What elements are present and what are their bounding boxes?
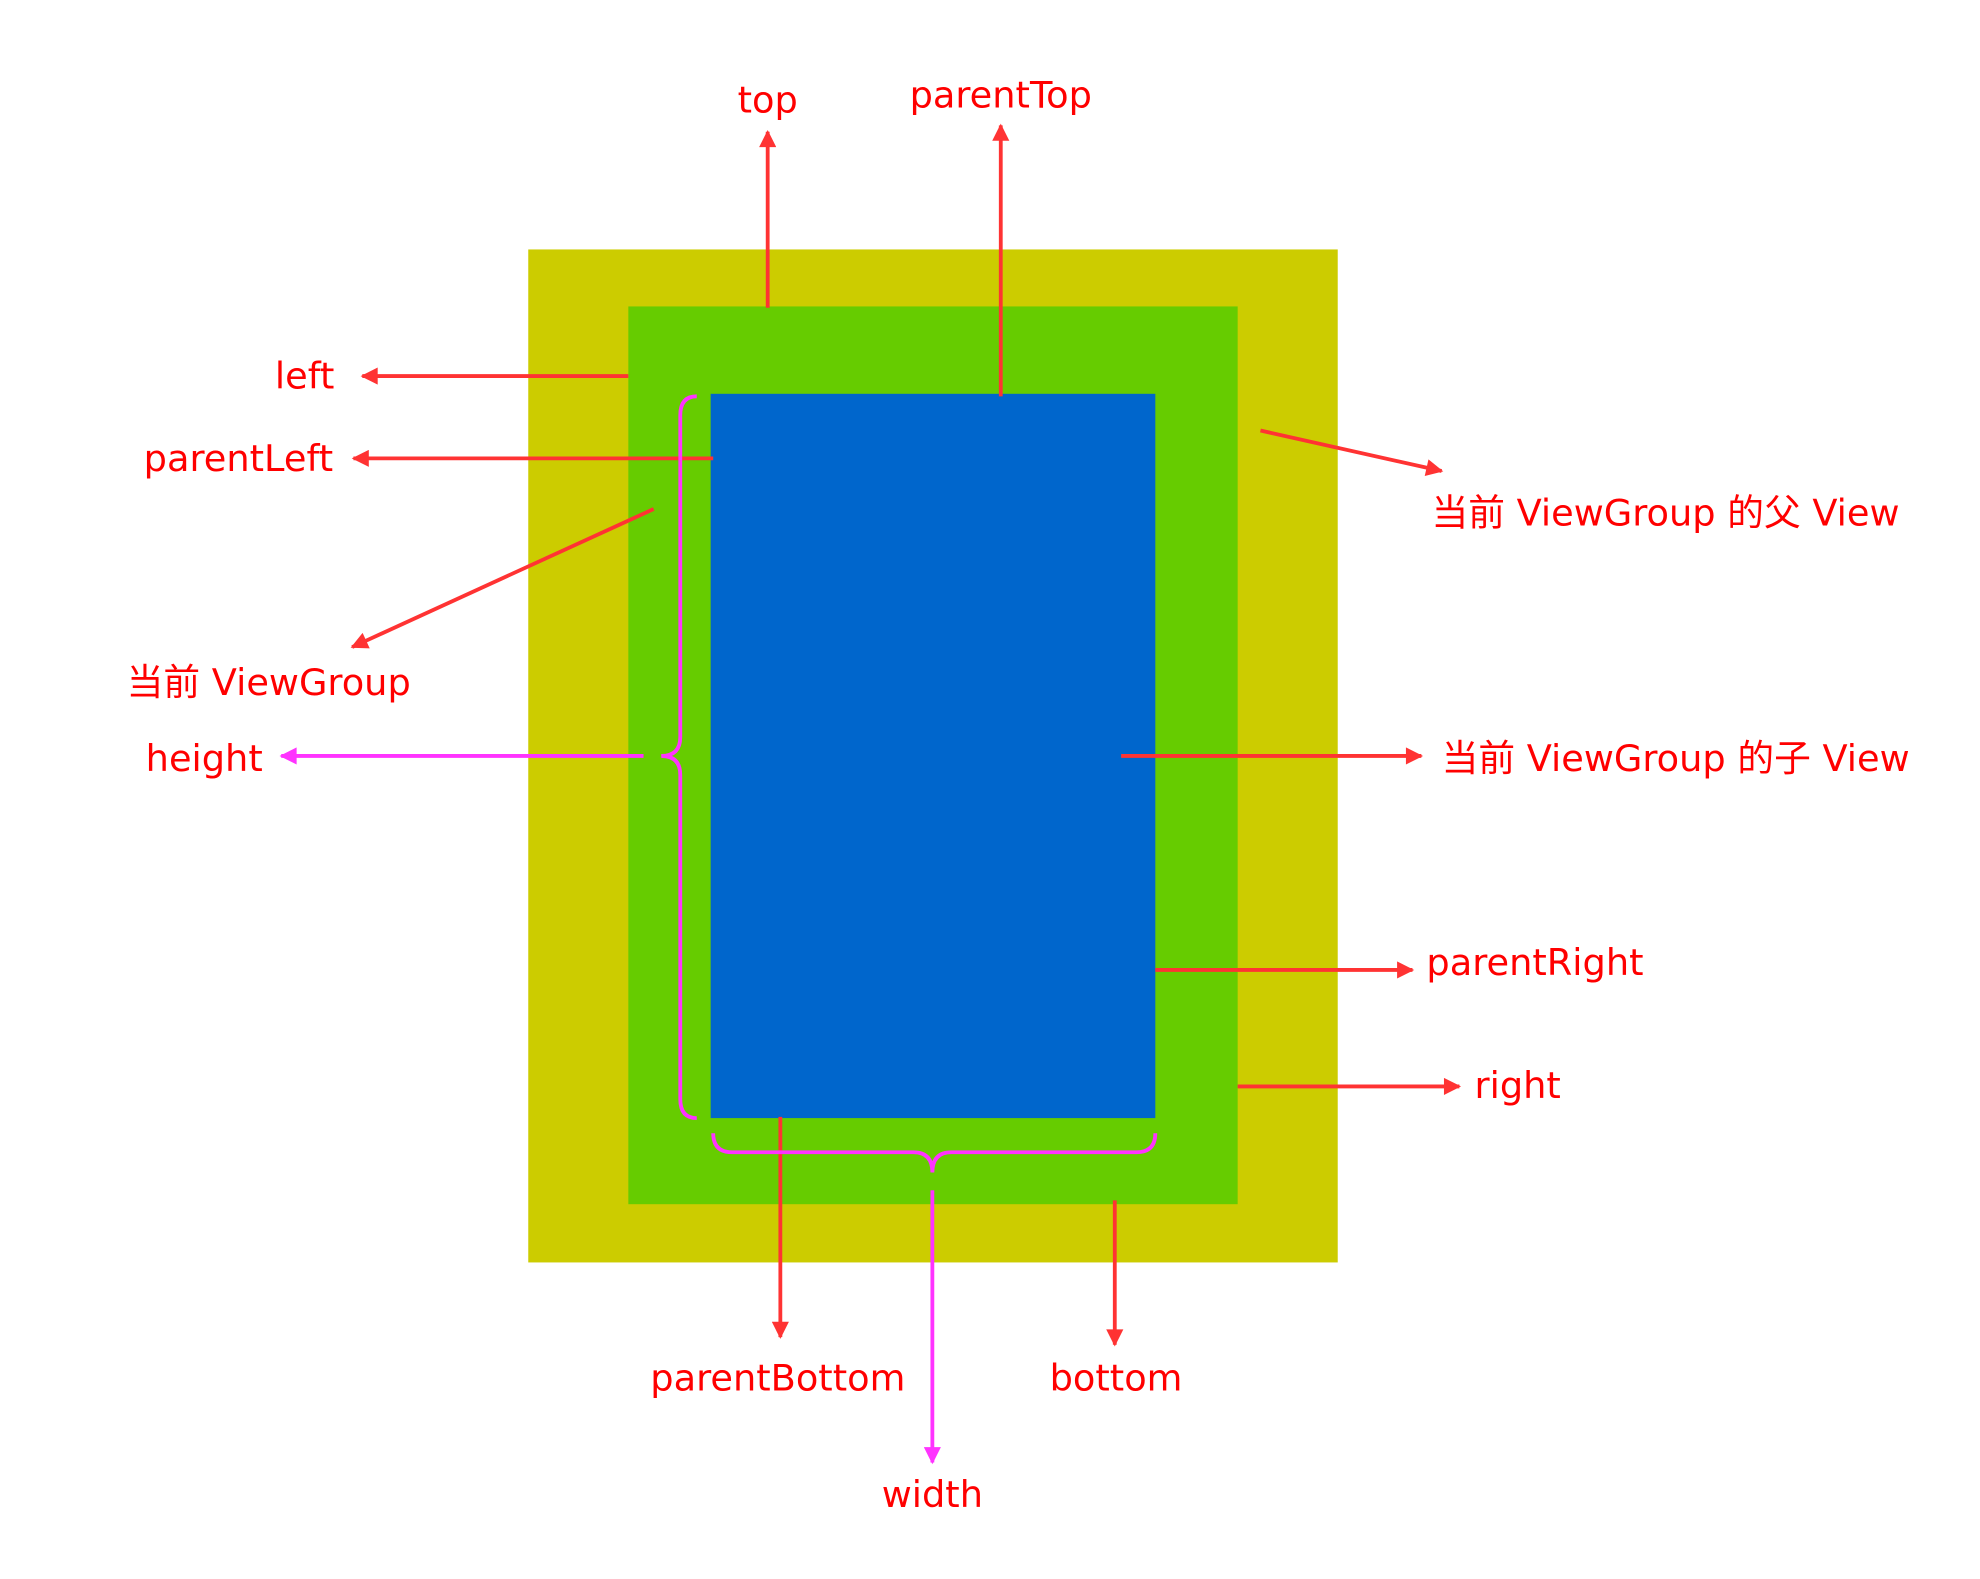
label-width: width xyxy=(882,1473,983,1516)
label-parent-left: parentLeft xyxy=(144,437,333,480)
height-brace xyxy=(661,394,697,1120)
width-brace xyxy=(711,1133,1158,1173)
label-bottom: bottom xyxy=(1050,1356,1183,1399)
label-right: right xyxy=(1475,1064,1561,1107)
child-view-rect xyxy=(710,393,1156,1119)
label-parent-top: parentTop xyxy=(910,74,1092,117)
label-top: top xyxy=(738,79,798,122)
label-parent-bottom: parentBottom xyxy=(650,1356,905,1399)
current-viewgroup-arrow xyxy=(350,507,655,649)
label-parent-view: 当前 ViewGroup 的父 View xyxy=(1431,491,1899,534)
label-parent-right: parentRight xyxy=(1426,941,1643,984)
label-height: height xyxy=(146,737,263,780)
parent-view-arrow xyxy=(1260,428,1444,477)
label-left: left xyxy=(275,355,334,398)
label-child-view: 当前 ViewGroup 的子 View xyxy=(1442,737,1910,780)
label-current-viewgroup: 当前 ViewGroup xyxy=(127,661,411,704)
